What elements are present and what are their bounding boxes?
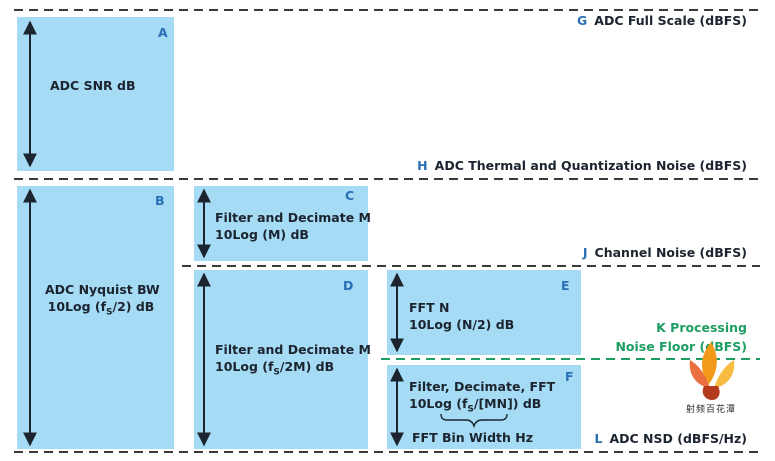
- block-a-letter: A: [158, 25, 168, 40]
- level-k-line1: K Processing: [656, 320, 747, 335]
- block-f-line2: 10Log (fS/[MN]) dB: [409, 396, 542, 415]
- block-f: [387, 365, 581, 449]
- block-c-line2: 10Log (M) dB: [215, 227, 309, 242]
- block-c-letter: C: [345, 188, 355, 203]
- block-b-letter: B: [155, 193, 165, 208]
- fft-bin-brace: [440, 413, 508, 429]
- block-a-label: ADC SNR dB: [50, 78, 136, 93]
- block-c: [194, 186, 368, 261]
- block-e-letter: E: [561, 278, 570, 293]
- block-b-line2: 10Log (fS/2) dB: [47, 299, 155, 318]
- block-d-text: Filter and Decimate M 10Log (fS/2M) dB: [215, 341, 371, 382]
- block-d-line2: 10Log (fS/2M) dB: [215, 359, 335, 378]
- block-e: [387, 270, 581, 355]
- block-c-text: Filter and Decimate M 10Log (M) dB: [215, 209, 371, 243]
- fft-bin-width-label: FFT Bin Width Hz: [412, 430, 534, 445]
- block-f-text: Filter, Decimate, FFT 10Log (fS/[MN]) dB: [409, 378, 555, 419]
- block-f-line1: Filter, Decimate, FFT: [409, 379, 556, 394]
- block-b-line1: ADC Nyquist BW: [45, 282, 160, 297]
- block-b-text: ADC Nyquist BW 10Log (fS/2) dB: [45, 281, 160, 322]
- block-a: [17, 17, 174, 171]
- watermark-logo-icon: [689, 342, 735, 400]
- block-b: [17, 186, 174, 449]
- block-e-line2: 10Log (N/2) dB: [409, 317, 515, 332]
- block-e-text: FFT N 10Log (N/2) dB: [409, 299, 514, 333]
- block-d-line1: Filter and Decimate M: [215, 342, 371, 357]
- block-c-line1: Filter and Decimate M: [215, 210, 371, 225]
- block-f-letter: F: [565, 369, 574, 384]
- block-e-line1: FFT N: [409, 300, 450, 315]
- watermark-text: 射频百花潭: [685, 405, 736, 415]
- block-d: [194, 270, 368, 449]
- block-d-letter: D: [343, 278, 354, 293]
